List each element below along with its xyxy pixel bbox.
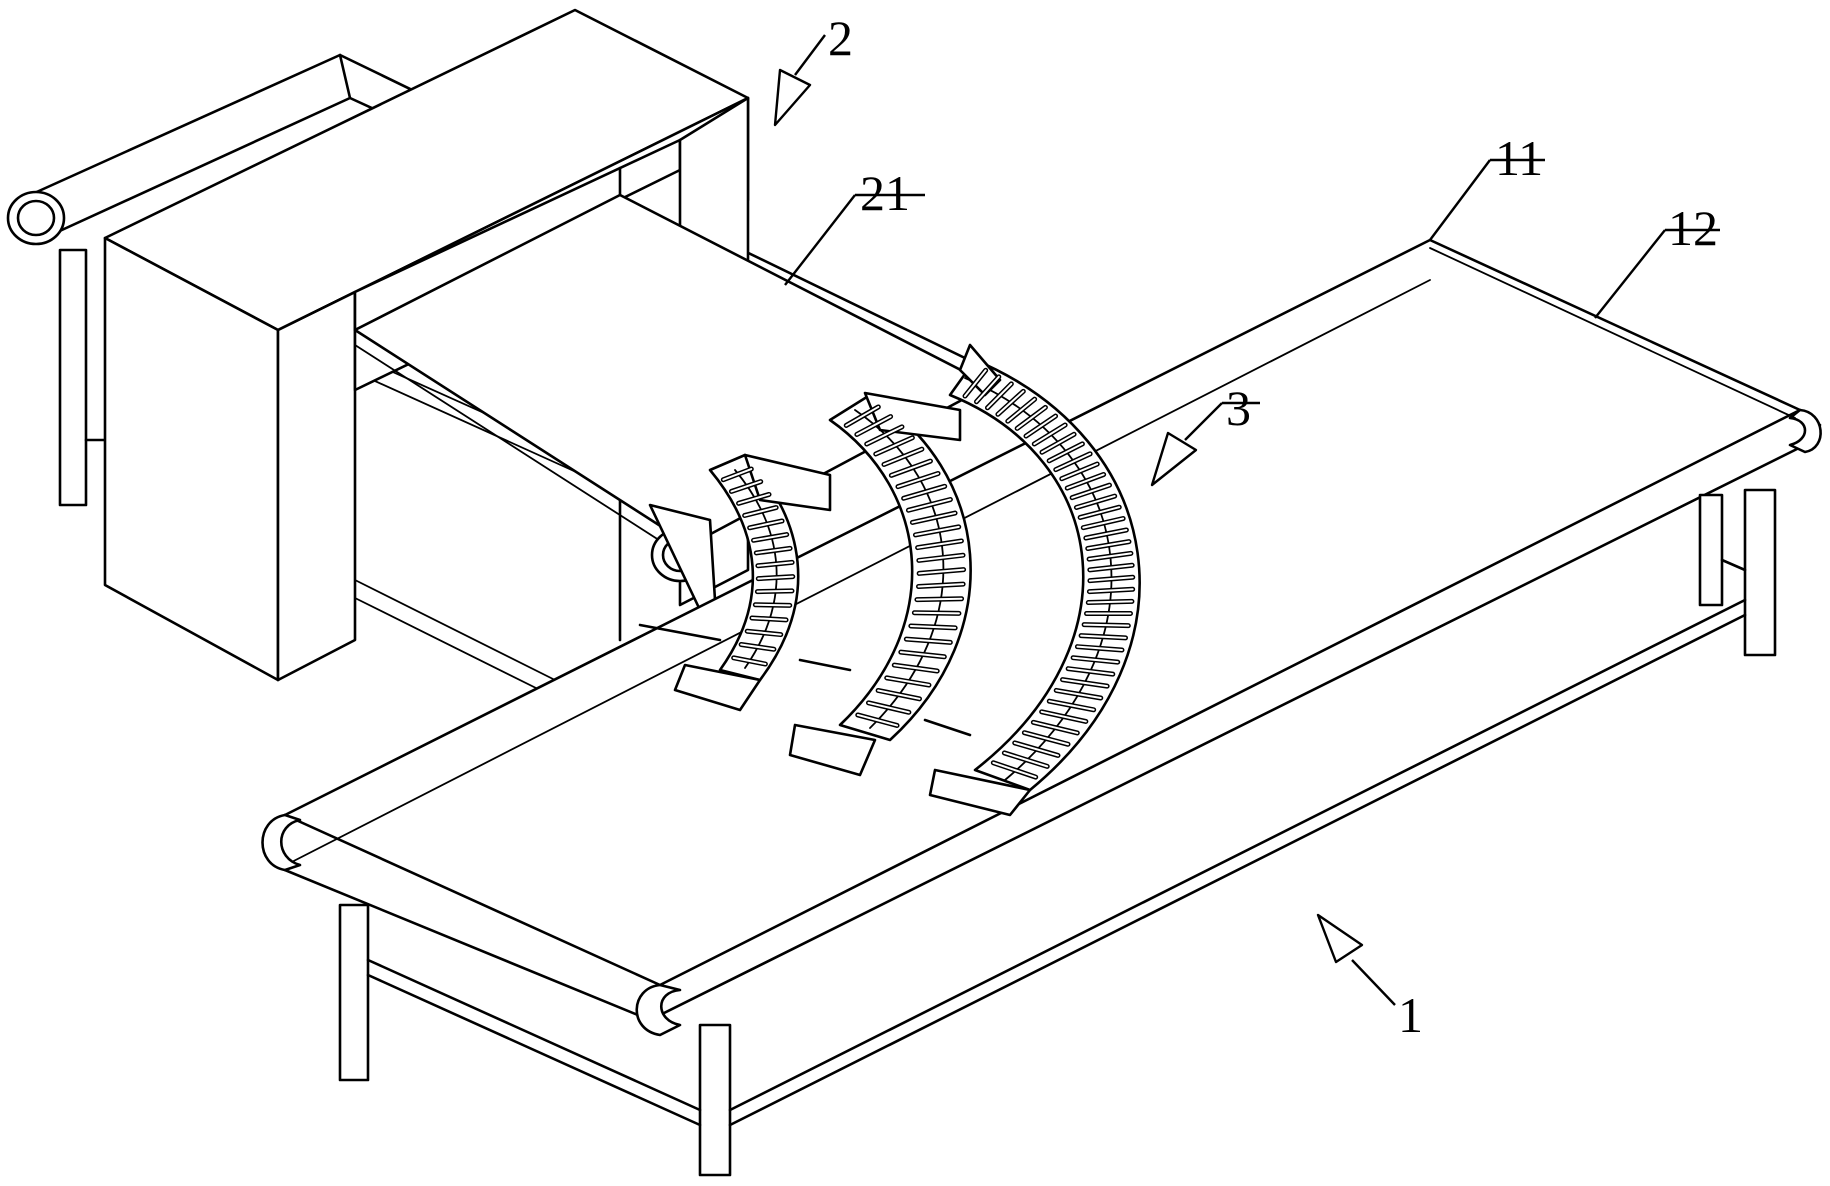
roller-slat-highlight: [757, 591, 792, 592]
callout-11-label: 11: [1495, 130, 1543, 186]
roller-slat-highlight: [917, 599, 962, 600]
callout-12-label: 12: [1668, 200, 1718, 256]
roller-slat-highlight: [1084, 625, 1128, 626]
callout-1-label: 1: [1398, 987, 1423, 1043]
callout-2-label: 2: [828, 10, 853, 66]
callout-3-label: 3: [1226, 380, 1251, 436]
callout-21: 21: [785, 165, 925, 285]
callout-11: 11: [1430, 130, 1545, 240]
callout-12: 12: [1595, 200, 1720, 318]
roller-slat-highlight: [1088, 601, 1132, 602]
callout-1: 1: [1318, 915, 1423, 1043]
callout-21-label: 21: [860, 165, 910, 221]
roller-slat-highlight: [755, 605, 789, 606]
roller-slat-highlight: [914, 613, 959, 614]
callout-2: 2: [775, 10, 853, 125]
